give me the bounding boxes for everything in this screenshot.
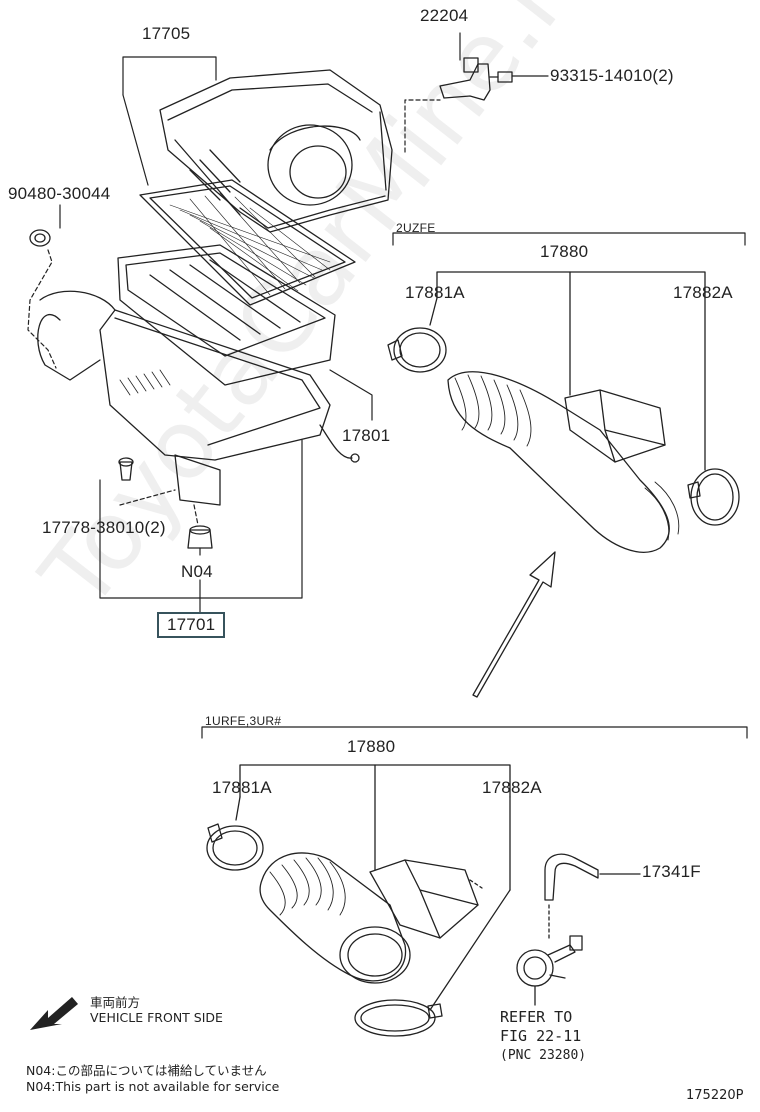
vehicle-front-arrow-icon <box>30 997 78 1030</box>
part-label-93315[interactable]: 93315-14010(2) <box>550 66 674 85</box>
small-fasteners <box>29 229 213 549</box>
air-cleaner-cap <box>159 69 393 233</box>
filter-mesh <box>139 179 356 306</box>
part-label-17778[interactable]: 17778-38010(2) <box>42 518 166 537</box>
refer-line-2[interactable]: FIG 22-11 <box>500 1027 582 1045</box>
part-label-upper-17880[interactable]: 17880 <box>540 242 589 261</box>
note-jp: N04:この部品については補給していません <box>26 1063 267 1078</box>
upper-hose-assembly <box>387 271 740 553</box>
diagram-id: 175220P <box>686 1088 744 1103</box>
part-label-17341f[interactable]: 17341F <box>642 862 701 881</box>
part-label-17701[interactable]: 17701 <box>157 612 226 638</box>
part-label-lower-17881a[interactable]: 17881A <box>212 778 272 797</box>
direction-label-jp: 車両前方 <box>90 995 141 1010</box>
part-label-upper-17881a[interactable]: 17881A <box>405 283 465 302</box>
part-label-n04: N04 <box>181 562 213 581</box>
air-flow-sensor <box>439 57 513 101</box>
refer-line-3: (PNC 23280) <box>500 1048 587 1063</box>
part-label-upper-17882a[interactable]: 17882A <box>673 283 733 302</box>
section-brackets <box>201 232 748 739</box>
part-label-17801[interactable]: 17801 <box>342 426 391 445</box>
lower-hose-assembly <box>206 764 641 1037</box>
air-cleaner-case <box>37 290 360 506</box>
part-label-17705[interactable]: 17705 <box>142 24 191 43</box>
direction-label-en: VEHICLE FRONT SIDE <box>90 1010 223 1025</box>
air-filter-element <box>117 244 336 386</box>
part-label-22204[interactable]: 22204 <box>420 6 469 25</box>
direction-arrow <box>472 551 556 698</box>
section-label-upper: 2UZFE <box>396 221 436 235</box>
note-en: N04:This part is not available for servi… <box>26 1079 280 1094</box>
part-label-lower-17880[interactable]: 17880 <box>347 737 396 756</box>
leader-lines-upper <box>27 32 549 613</box>
part-label-90480[interactable]: 90480-30044 <box>8 184 111 203</box>
refer-line-1: REFER TO <box>500 1008 573 1026</box>
section-label-lower: 1URFE,3UR# <box>205 714 282 728</box>
part-label-lower-17882a[interactable]: 17882A <box>482 778 542 797</box>
